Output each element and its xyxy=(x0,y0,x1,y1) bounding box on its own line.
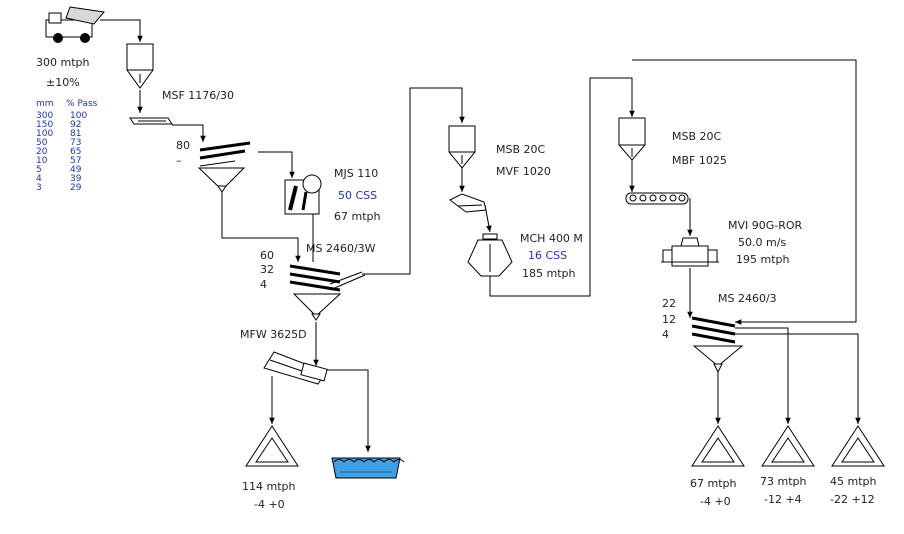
ms2-deck-mid: 12 xyxy=(662,313,676,326)
jaw-crusher-icon xyxy=(284,174,322,215)
stockpile-icon xyxy=(761,425,815,467)
product-size: -22 +12 xyxy=(830,493,875,506)
gradation-pass: 100 xyxy=(70,111,87,121)
ms1-deck-mid: 32 xyxy=(260,263,274,276)
product-rate: 73 mtph xyxy=(760,475,807,488)
mjs-css: 50 CSS xyxy=(338,189,377,202)
gradation-mm: 300 xyxy=(36,111,53,121)
msf-dash: – xyxy=(176,154,182,167)
mch-label: MCH 400 M xyxy=(520,232,583,245)
gradation-pass: 57 xyxy=(70,156,81,166)
gradation-pass: 81 xyxy=(70,129,81,139)
mvi-speed: 50.0 m/s xyxy=(738,236,786,249)
stockpile-icon xyxy=(831,425,885,467)
product-rate: 67 mtph xyxy=(690,477,737,490)
vsi-crusher-icon xyxy=(661,237,719,267)
surge-bin-2-icon xyxy=(618,117,646,161)
product-rate: 114 mtph xyxy=(242,480,296,493)
mvi-label: MVI 90G-ROR xyxy=(728,219,803,232)
stockpile-icon xyxy=(691,425,745,467)
stockpile-icon xyxy=(245,425,299,467)
gradation-mm: 3 xyxy=(36,183,42,193)
vibrating-feeder-icon xyxy=(449,193,487,213)
ms1-deck-bottom: 4 xyxy=(260,278,267,291)
gradation-mm: 5 xyxy=(36,165,42,175)
gradation-table: mm % Pass 300 100 150 92 100 81 50 73 20… xyxy=(36,99,98,193)
grizzly-feeder-icon xyxy=(129,117,173,125)
gradation-header-mm: mm xyxy=(36,99,54,109)
mch-css: 16 CSS xyxy=(528,249,567,262)
msb2-label: MSB 20C xyxy=(672,130,722,143)
mvi-rate: 195 mtph xyxy=(736,253,790,266)
flow-screen2-mid xyxy=(735,327,791,424)
feed-rate: 300 mtph xyxy=(36,56,90,69)
gradation-mm: 10 xyxy=(36,156,48,166)
ms1-deck-top: 60 xyxy=(260,249,274,262)
mjs-label: MJS 110 xyxy=(334,167,378,180)
flow-recirculation xyxy=(632,59,857,325)
triple-deck-screen-2-icon xyxy=(691,316,744,374)
ms2-label: MS 2460/3 xyxy=(718,292,777,305)
mjs-rate: 67 mtph xyxy=(334,210,381,223)
mvf-label: MVF 1020 xyxy=(496,165,551,178)
product-rate: 45 mtph xyxy=(830,475,877,488)
gradation-mm: 50 xyxy=(36,138,48,148)
flow-feeder-to-scalper xyxy=(172,124,206,142)
gradation-mm: 150 xyxy=(36,120,53,130)
mbf-label: MBF 1025 xyxy=(672,154,727,167)
product-size: -12 +4 xyxy=(764,493,802,506)
mch-rate: 185 mtph xyxy=(522,267,576,280)
msb1-label: MSB 20C xyxy=(496,143,546,156)
gradation-pass: 49 xyxy=(70,165,82,175)
feed-hopper-icon xyxy=(126,43,154,89)
ms2-deck-top: 22 xyxy=(662,297,676,310)
flow-cone-to-surge2 xyxy=(489,77,635,297)
ms1-label: MS 2460/3W xyxy=(306,242,376,255)
msf-label: MSF 1176/30 xyxy=(162,89,234,102)
gradation-mm: 20 xyxy=(36,147,48,157)
flow-scalper-to-jaw xyxy=(258,151,295,178)
gradation-pass: 65 xyxy=(70,147,81,157)
gradation-pass: 29 xyxy=(70,183,82,193)
gradation-pass: 39 xyxy=(70,174,82,184)
feed-tolerance: ±10% xyxy=(46,76,80,89)
gradation-mm: 4 xyxy=(36,174,42,184)
flow-scalper-under-to-screen xyxy=(221,192,301,262)
flow-screen2-top xyxy=(735,333,861,424)
gradation-mm: 100 xyxy=(36,129,53,139)
ms2-deck-bottom: 4 xyxy=(662,328,669,341)
gradation-pass: 73 xyxy=(70,138,81,148)
gradation-pass: 92 xyxy=(70,120,81,130)
cone-crusher-icon xyxy=(467,233,513,277)
gradation-header-pass: % Pass xyxy=(66,99,98,109)
water-pond-icon xyxy=(331,457,405,479)
flow-screen-overs-to-surge xyxy=(362,87,465,275)
flow-washer-to-pond xyxy=(324,369,371,452)
msf-cut-size: 80 xyxy=(176,139,190,152)
mfw-label: MFW 3625D xyxy=(240,328,307,341)
belt-feeder-icon xyxy=(625,192,689,205)
triple-deck-screen-icon xyxy=(289,264,366,321)
surge-bin-icon xyxy=(448,125,476,169)
flow-truck-to-hopper xyxy=(100,19,143,42)
product-size: -4 +0 xyxy=(254,498,285,511)
fine-material-washer-icon xyxy=(263,351,328,385)
scalping-screen-icon xyxy=(197,141,251,193)
product-size: -4 +0 xyxy=(700,495,731,508)
dump-truck-icon xyxy=(45,6,105,43)
